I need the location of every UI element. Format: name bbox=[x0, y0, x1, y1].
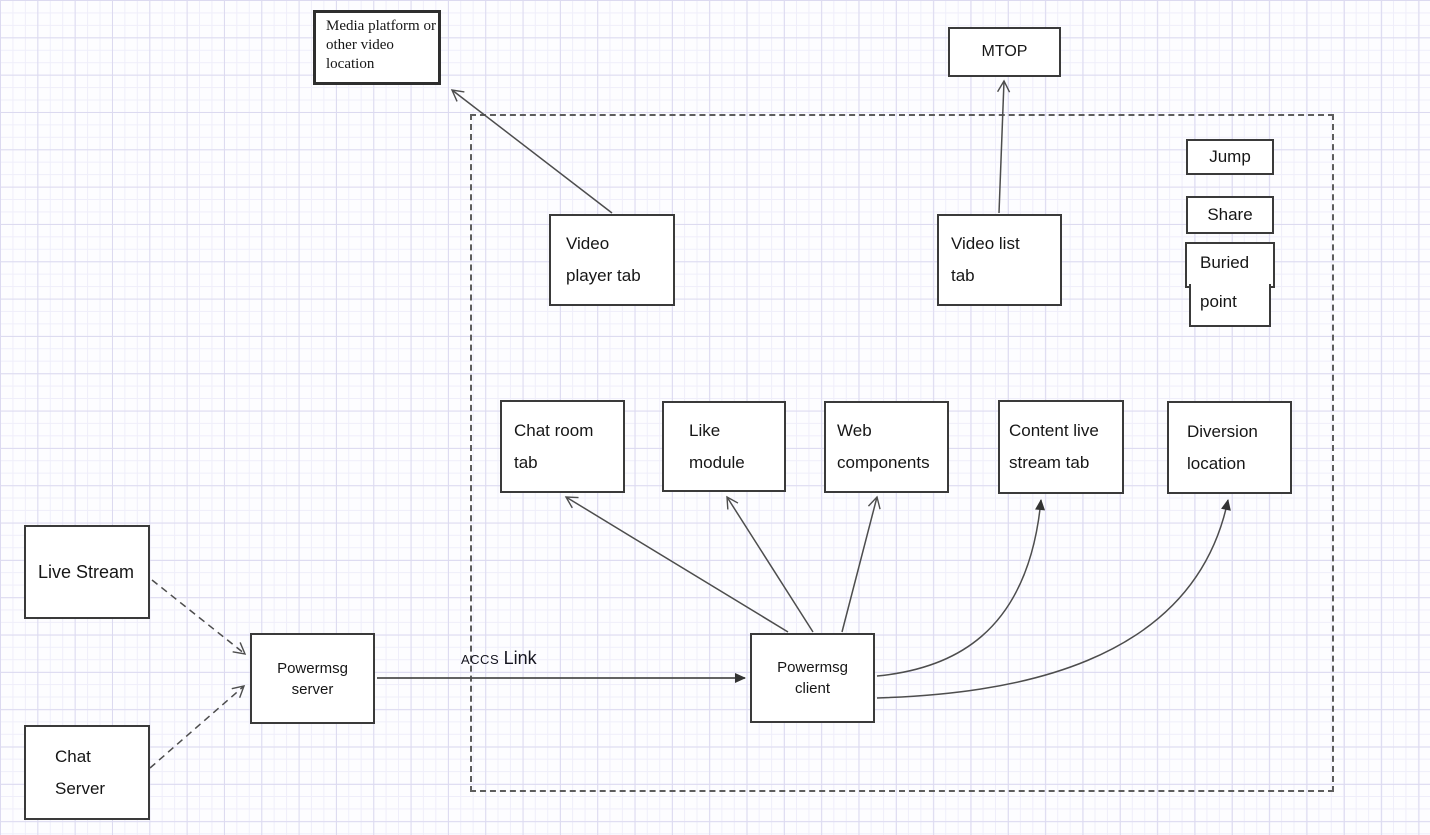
node-live-stream: Live Stream bbox=[24, 525, 150, 619]
node-label-line: Video bbox=[566, 234, 610, 253]
node-media-platform: Media platform or other video location bbox=[313, 10, 441, 85]
node-label-line: Video list bbox=[951, 234, 1020, 253]
node-label-line: components bbox=[837, 453, 930, 472]
node-label-line: location bbox=[1187, 453, 1246, 473]
node-label-line: Buried bbox=[1200, 253, 1250, 272]
node-label-line: Diversion bbox=[1187, 421, 1258, 441]
node-label-line: other video bbox=[326, 37, 394, 53]
node-label-line: server bbox=[291, 680, 334, 698]
client-boundary-dashed-container bbox=[470, 114, 1334, 792]
node-chat-room-tab: Chat room tab bbox=[500, 400, 625, 493]
edge-chat-server-to-powermsg-server bbox=[149, 685, 246, 769]
node-label-line: module bbox=[689, 452, 745, 472]
node-label-line: Powermsg bbox=[777, 659, 848, 676]
node-label-line: player tab bbox=[566, 266, 641, 285]
node-label-line: Web bbox=[837, 421, 872, 440]
node-buried-point: Buried point bbox=[1185, 242, 1275, 327]
node-label-line: Server bbox=[55, 778, 106, 798]
node-chat-server: Chat Server bbox=[24, 725, 150, 820]
node-label: Share bbox=[1207, 205, 1253, 224]
edge-live-stream-to-powermsg-server bbox=[151, 579, 247, 655]
node-label-line: point bbox=[1200, 292, 1237, 311]
node-label: Jump bbox=[1209, 147, 1251, 166]
buried-point-lower-box: point bbox=[1189, 284, 1271, 327]
node-label-line: Chat room bbox=[514, 420, 594, 440]
buried-point-upper-box: Buried bbox=[1185, 242, 1275, 288]
edge-label-link: Link bbox=[503, 648, 537, 668]
node-powermsg-server: Powermsg server bbox=[250, 633, 375, 724]
node-mtop: MTOP bbox=[948, 27, 1061, 77]
node-label-line: stream tab bbox=[1009, 453, 1090, 472]
node-label-line: tab bbox=[514, 452, 538, 472]
node-web-components: Web components bbox=[824, 401, 949, 493]
node-share: Share bbox=[1186, 196, 1274, 234]
node-content-live-stream-tab: Content live stream tab bbox=[998, 400, 1124, 494]
node-label-line: tab bbox=[951, 266, 975, 285]
edge-label-accs: ACCS bbox=[461, 652, 500, 667]
node-label: Live Stream bbox=[38, 562, 135, 582]
node-label: MTOP bbox=[981, 43, 1028, 60]
node-powermsg-client: Powermsg client bbox=[750, 633, 875, 723]
node-label-line: client bbox=[794, 680, 831, 697]
node-label-line: Media platform or bbox=[326, 18, 436, 34]
node-label-line: location bbox=[326, 56, 375, 72]
edge-label-accs-link: ACCS Link bbox=[461, 648, 537, 669]
node-label-line: Chat bbox=[55, 746, 91, 766]
node-jump: Jump bbox=[1186, 139, 1274, 175]
node-like-module: Like module bbox=[662, 401, 786, 492]
node-diversion-location: Diversion location bbox=[1167, 401, 1292, 494]
node-label-line: Powermsg bbox=[277, 659, 348, 677]
node-video-list-tab: Video list tab bbox=[937, 214, 1062, 306]
node-label-line: Like bbox=[689, 420, 721, 440]
node-label-line: Content live bbox=[1009, 421, 1099, 440]
node-video-player-tab: Video player tab bbox=[549, 214, 675, 306]
